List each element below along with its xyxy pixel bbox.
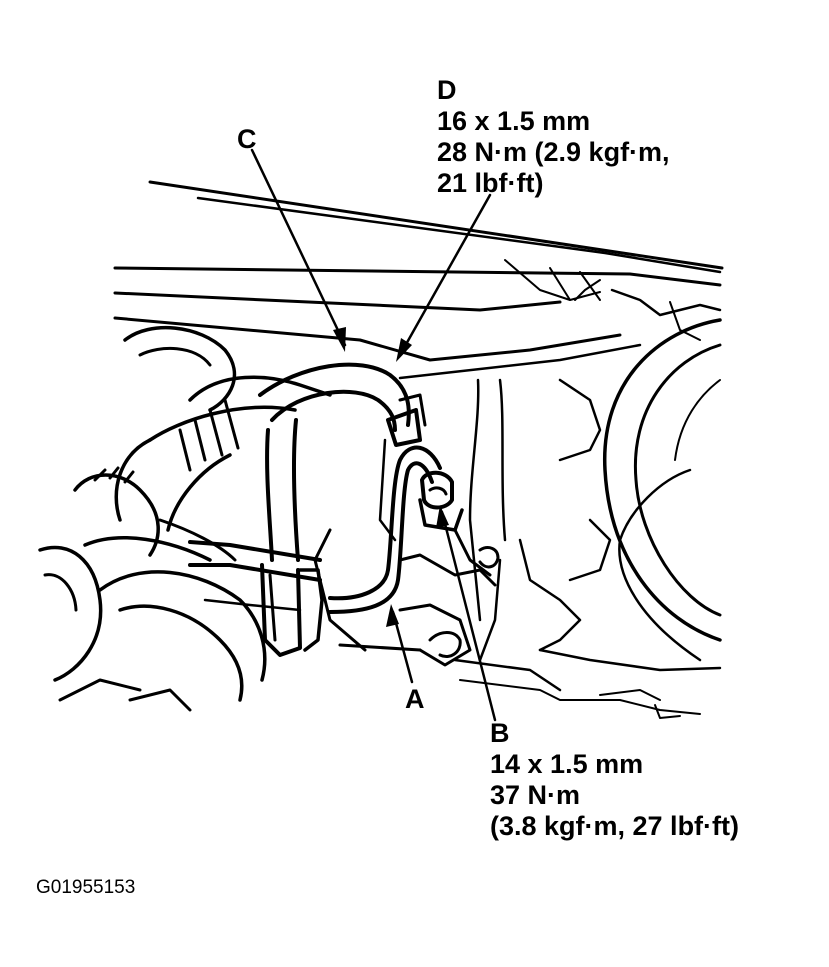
label-d: D bbox=[437, 75, 457, 105]
figure-id: G01955153 bbox=[36, 877, 136, 898]
leader-c bbox=[250, 148, 347, 347]
leader-lines bbox=[250, 148, 497, 722]
air-intake-duct bbox=[453, 318, 722, 719]
callout-d-torque-1: 28 N·m (2.9 kgf·m, bbox=[437, 137, 670, 167]
arrowhead-d bbox=[396, 338, 412, 362]
mount-bracket bbox=[313, 438, 502, 667]
label-c: C bbox=[237, 124, 257, 154]
label-b: B bbox=[490, 718, 510, 748]
callout-d-size: 16 x 1.5 mm bbox=[437, 106, 591, 136]
callout-b-size: 14 x 1.5 mm bbox=[490, 749, 644, 779]
pipe-assembly bbox=[188, 362, 492, 657]
callout-d: D 16 x 1.5 mm 28 N·m (2.9 kgf·m, 21 lbf·… bbox=[437, 75, 670, 199]
leader-b bbox=[440, 510, 497, 722]
callout-b-torque-2: (3.8 kgf·m, 27 lbf·ft) bbox=[490, 811, 740, 841]
callout-b: B 14 x 1.5 mm 37 N·m (3.8 kgf·m, 27 lbf·… bbox=[490, 718, 739, 842]
left-hoses bbox=[38, 326, 332, 712]
leader-d bbox=[398, 193, 492, 357]
callout-b-torque-1: 37 N·m bbox=[490, 780, 581, 810]
arrowhead-a bbox=[386, 604, 399, 627]
callout-d-torque-2: 21 lbf·ft) bbox=[437, 168, 544, 198]
label-a: A bbox=[405, 684, 425, 714]
arrowhead-c bbox=[333, 327, 346, 352]
body-panel-lines bbox=[113, 180, 724, 380]
arrowhead-b bbox=[436, 505, 449, 528]
